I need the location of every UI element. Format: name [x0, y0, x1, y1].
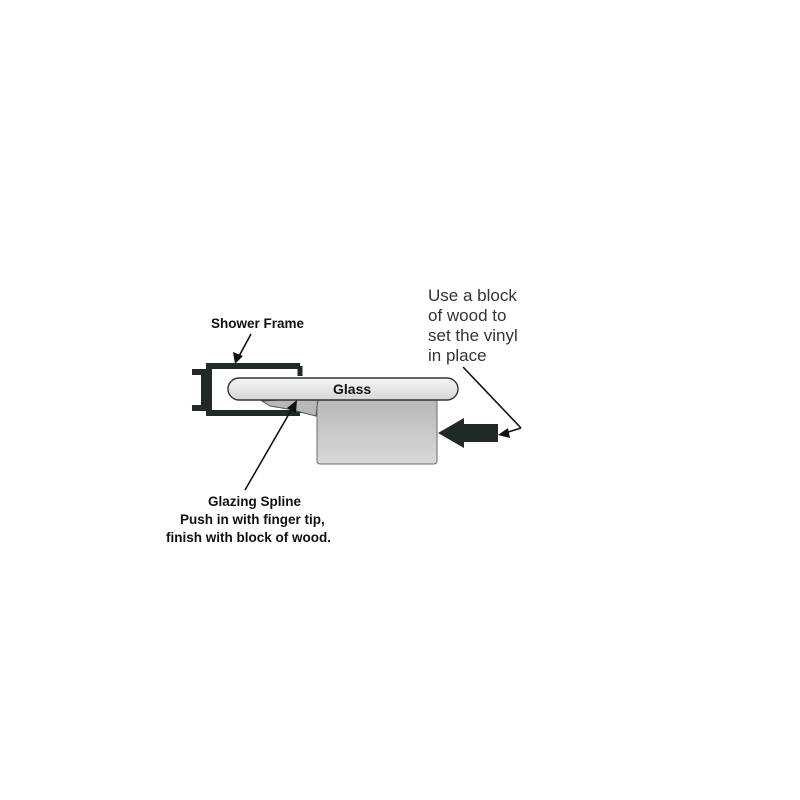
shower-frame-leader-arrowhead — [233, 352, 243, 364]
push-arrow — [438, 418, 498, 448]
note-line-1: Use a block — [428, 286, 517, 305]
shower-frame-leader — [233, 333, 252, 364]
note-leader-arrowhead — [498, 428, 510, 438]
glass-label: Glass — [333, 381, 371, 397]
spline-leader-arrowhead — [287, 400, 297, 413]
wood-block — [316, 389, 438, 465]
glass-pane — [227, 377, 459, 401]
shower-frame-channel — [206, 363, 300, 416]
shower-frame-label: Shower Frame — [211, 316, 305, 331]
spline-leader — [244, 400, 297, 491]
spline-label-title: Glazing Spline — [208, 494, 302, 509]
note-leaders — [462, 366, 522, 438]
note-line-2: of wood to — [428, 306, 506, 325]
spline-label-line2: Push in with finger tip, — [180, 512, 325, 527]
spline-label-line3: finish with block of wood. — [166, 530, 331, 545]
note-line-4: in place — [428, 346, 487, 365]
note-line-3: set the vinyl — [428, 326, 518, 345]
shower-frame-back-flange — [192, 369, 207, 411]
push-arrow-shaft — [462, 424, 498, 442]
push-arrow-head — [438, 418, 464, 448]
